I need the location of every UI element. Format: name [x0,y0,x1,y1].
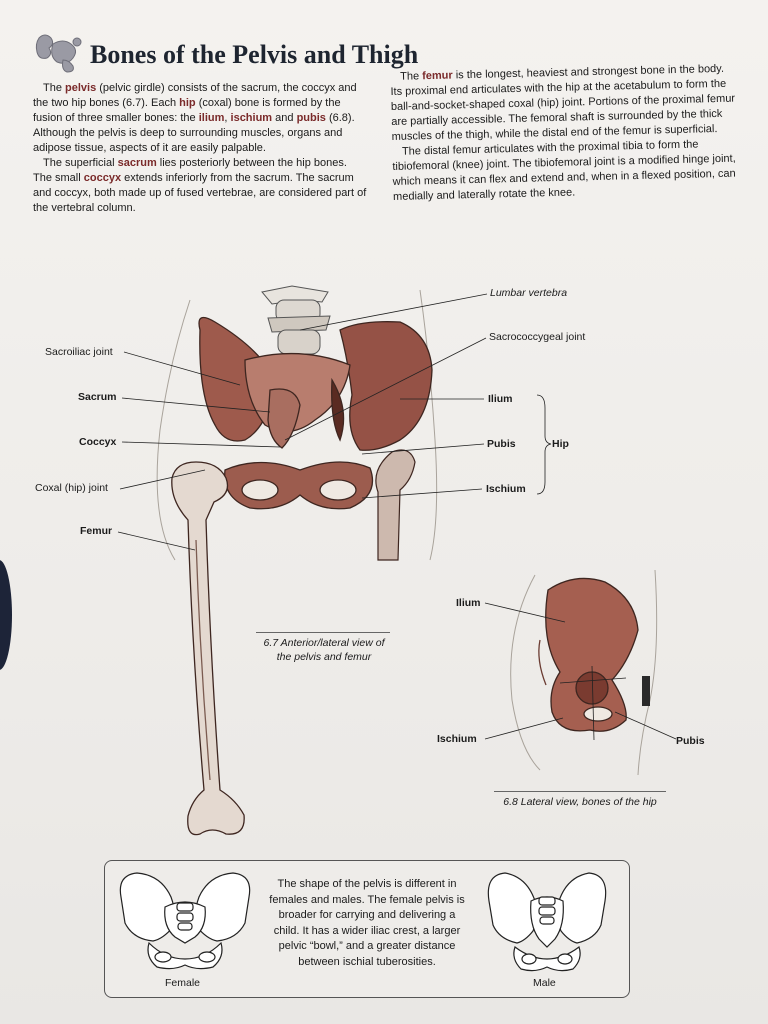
label-hip: Hip [552,438,569,450]
pelvis-drawing [198,316,433,510]
intro-left-paragraph-2: The superficial sacrum lies posteriorly … [33,156,368,216]
keyword-term: ilium [198,112,225,124]
label-ischium: Ischium [486,483,526,495]
caption-rule-6-7 [256,632,390,633]
caption-6-7-line-1: 6.7 Anterior/lateral view of [263,637,385,649]
male-pelvis-drawing [487,872,607,972]
page-title: Bones of the Pelvis and Thigh [90,40,419,69]
male-label: Male [533,977,556,989]
label-coxal-joint: Coxal (hip) joint [35,482,108,494]
right-femur-drawing [375,449,416,561]
keyword-term: ischium [230,112,273,124]
body-text: The superficial [43,157,118,169]
body-text: (coxal) bone is formed by the fusion of … [33,97,341,124]
body-text: extends inferiorly from the sacrum. The … [33,172,367,214]
keyword-term: coccyx [83,172,122,184]
label-pubis-lateral: Pubis [676,735,705,747]
intro-left-paragraph-1: The pelvis (pelvic girdle) consists of t… [33,81,368,156]
caption-rule-6-8 [494,791,666,792]
caption-6-8: 6.8 Lateral view, bones of the hip [503,796,657,808]
label-ilium-lateral: Ilium [456,597,481,609]
keyword-term: hip [179,97,196,109]
caption-6-7: 6.7 Anterior/lateral view of the pelvis … [246,636,402,664]
label-sacrococcygeal-joint: Sacrococcygeal joint [489,331,586,343]
label-ischium-lateral: Ischium [437,733,477,745]
label-sacroiliac-joint: Sacroiliac joint [45,346,113,358]
caption-6-7-line-2: the pelvis and femur [276,651,372,663]
body-text: and [272,112,297,124]
lumbar-vertebra-drawing [261,285,331,355]
label-pubis: Pubis [487,438,516,450]
keyword-term: pelvis [65,82,97,94]
label-lumbar-vertebra: Lumbar vertebra [490,287,568,299]
keyword-term: sacrum [117,157,157,169]
page-edge-shadow [0,560,12,670]
body-text: , [224,112,231,124]
body-text: The [43,82,66,94]
hip-bone-lateral-drawing [538,577,639,732]
pelvis-comparison-box: The shape of the pelvis is different in … [104,860,630,998]
female-label: Female [165,977,201,989]
label-coccyx: Coccyx [79,436,117,448]
body-text: (pelvic girdle) consists of the sacrum, … [33,82,357,109]
bone-icon [35,34,82,73]
femur-drawing [171,461,245,836]
label-femur: Femur [80,525,113,537]
intro-left-column: The pelvis (pelvic girdle) consists of t… [33,81,368,216]
label-sacrum: Sacrum [78,391,117,403]
body-text: (6.8). Although the pelvis is deep to su… [33,112,355,154]
pelvis-comparison-text: The shape of the pelvis is different in … [269,878,465,968]
female-pelvis-drawing [119,872,251,970]
label-ilium: Ilium [488,393,513,405]
body-text: lies posteriorly between the hip bones. … [33,157,347,184]
keyword-term: pubis [296,112,326,124]
